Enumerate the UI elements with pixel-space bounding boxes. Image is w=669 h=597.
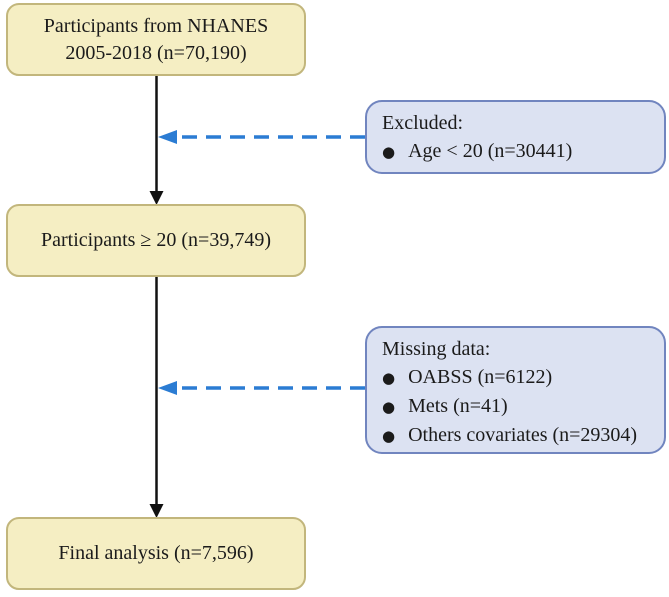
bullet-item-text: Age < 20 (n=30441) xyxy=(408,140,573,162)
node-text-line: 2005-2018 (n=70,190) xyxy=(65,41,247,64)
bullet-item: ● Mets (n=41) xyxy=(382,392,650,421)
node-participants-nhanes: Participants from NHANES 2005-2018 (n=70… xyxy=(6,3,306,76)
side-box-heading: Excluded: xyxy=(382,112,464,134)
node-text-line: Final analysis (n=7,596) xyxy=(58,542,254,564)
bullet-icon: ● xyxy=(382,427,396,445)
dashed-arrow-excluded xyxy=(158,130,365,144)
side-box-missing-data: Missing data: ● OABSS (n=6122) ● Mets (n… xyxy=(365,326,666,454)
bullet-item: ● Age < 20 (n=30441) xyxy=(382,137,650,166)
arrow-middle-to-final xyxy=(149,277,164,518)
node-participants-age20: Participants ≥ 20 (n=39,749) xyxy=(6,204,306,277)
dashed-arrow-missing xyxy=(158,381,365,395)
bullet-item: ● Others covariates (n=29304) xyxy=(382,421,650,450)
node-final-analysis: Final analysis (n=7,596) xyxy=(6,517,306,590)
node-text-line: Participants from NHANES xyxy=(43,14,269,37)
arrow-top-to-middle xyxy=(149,76,164,205)
bullet-icon: ● xyxy=(382,143,396,161)
bullet-item-text: Others covariates (n=29304) xyxy=(408,424,638,446)
bullet-icon: ● xyxy=(382,369,396,387)
bullet-item-text: Mets (n=41) xyxy=(408,395,508,417)
bullet-icon: ● xyxy=(382,398,396,416)
node-text-line: Participants ≥ 20 (n=39,749) xyxy=(41,229,271,251)
bullet-item-text: OABSS (n=6122) xyxy=(408,366,553,388)
bullet-item: ● OABSS (n=6122) xyxy=(382,363,650,392)
side-box-heading: Missing data: xyxy=(382,338,491,360)
side-box-excluded: Excluded: ● Age < 20 (n=30441) xyxy=(365,100,666,174)
